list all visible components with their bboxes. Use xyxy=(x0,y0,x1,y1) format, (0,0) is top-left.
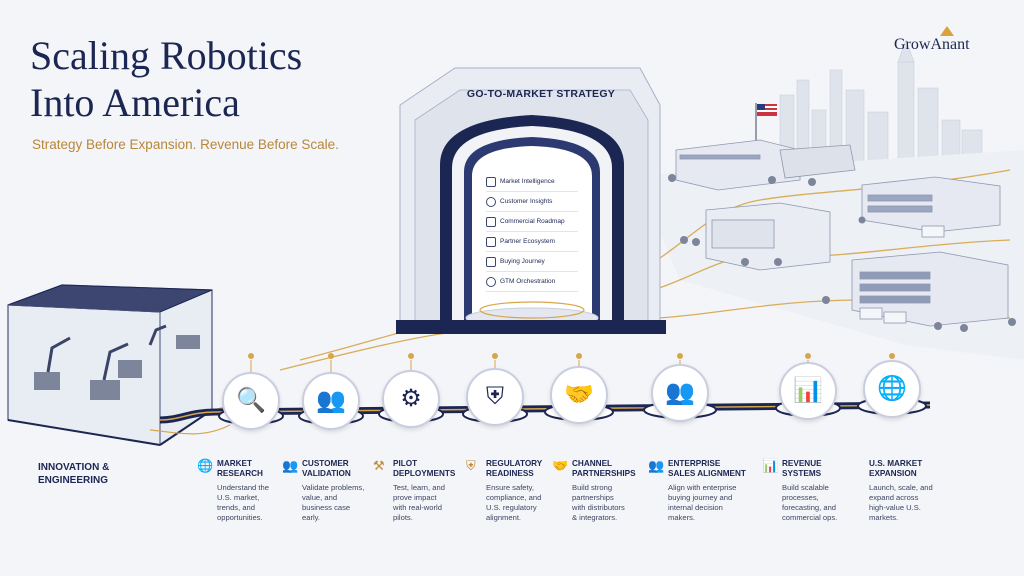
step-customer-validation: 👥CUSTOMER VALIDATION Validate problems, … xyxy=(282,459,378,523)
gtm-item-label: Buying Journey xyxy=(500,258,545,265)
handshake-icon xyxy=(486,236,496,247)
innovation-label-line-1: INNOVATION & xyxy=(38,462,110,473)
step-description: Understand the U.S. market, trends, and … xyxy=(217,483,269,522)
city-skyline xyxy=(779,39,983,166)
step-description: Ensure safety, compliance, and U.S. regu… xyxy=(486,483,542,522)
path-icon xyxy=(486,256,496,267)
step-pilot-deployments: ⚒ PILOT DEPLOYMENTS Test, learn, and prov… xyxy=(373,459,463,523)
step-description: Test, learn, and prove impact with real-… xyxy=(393,483,445,522)
gtm-item-label: Partner Ecosystem xyxy=(500,238,555,245)
gtm-item: Partner Ecosystem xyxy=(486,232,578,252)
brand-logo-icon xyxy=(940,26,954,36)
robot-arm-icon: ⚒ xyxy=(373,458,385,473)
step-title: MARKET RESEARCH xyxy=(217,459,263,478)
people-icon xyxy=(486,196,496,207)
innovation-label-line-2: ENGINEERING xyxy=(38,475,109,486)
step-revenue-systems: 📊REVENUE SYSTEMS Build scalable processe… xyxy=(762,459,854,523)
magnifier-chart-icon: 🔍 xyxy=(222,372,280,430)
robot-arm-icon: ⚙ xyxy=(382,370,440,428)
mountain-icon xyxy=(486,216,496,227)
gtm-item-label: Customer Insights xyxy=(500,198,553,205)
step-title: CUSTOMER VALIDATION xyxy=(302,459,351,478)
step-title: ENTERPRISE SALES ALIGNMENT xyxy=(668,459,746,478)
trees xyxy=(668,174,1016,332)
step-description: Validate problems, value, and business c… xyxy=(302,483,365,522)
timeline-track xyxy=(149,401,931,435)
gtm-list: Market Intelligence Customer Insights Co… xyxy=(486,172,578,292)
title-line-1: Scaling Robotics xyxy=(30,33,303,78)
globe-pin-icon: 🌐 xyxy=(863,360,921,418)
title-line-2: Into America xyxy=(30,80,240,125)
step-us-market-expansion: 🌐U.S. MARKET EXPANSION Launch, scale, an… xyxy=(849,459,945,523)
meeting-icon: 👥 xyxy=(651,364,709,422)
people-icon: 👥 xyxy=(648,458,665,473)
people-icon: 👥 xyxy=(282,458,299,473)
gtm-item: Customer Insights xyxy=(486,192,578,212)
shield-icon: ⛨ xyxy=(466,458,476,473)
gtm-title: GO-TO-MARKET STRATEGY xyxy=(466,88,616,100)
people-check-icon: 👥 xyxy=(302,372,360,430)
innovation-lab xyxy=(7,284,213,446)
innovation-label: INNOVATION & ENGINEERING xyxy=(38,461,138,487)
page-subtitle: Strategy Before Expansion. Revenue Befor… xyxy=(32,137,339,152)
step-enterprise-sales-alignment: 👥ENTERPRISE SALES ALIGNMENT Align with e… xyxy=(648,459,758,523)
step-description: Build strong partnerships with distribut… xyxy=(572,483,625,522)
globe-icon: 🌐 xyxy=(197,458,214,473)
gear-icon xyxy=(486,276,496,287)
gtm-item: Buying Journey xyxy=(486,252,578,272)
gtm-item: Commercial Roadmap xyxy=(486,212,578,232)
bar-chart-icon: 📊 xyxy=(762,458,779,473)
step-title: U.S. MARKET EXPANSION xyxy=(869,459,923,478)
shield-check-icon: ⛨ xyxy=(466,368,524,426)
step-regulatory-readiness: ⛨ REGULATORY READINESS Ensure safety, com… xyxy=(466,459,558,523)
gtm-item-label: GTM Orchestration xyxy=(500,278,556,285)
step-description: Align with enterprise buying journey and… xyxy=(668,483,737,522)
step-title: CHANNEL PARTNERSHIPS xyxy=(572,459,636,478)
step-channel-partnerships: 🤝CHANNEL PARTNERSHIPS Build strong partn… xyxy=(552,459,644,523)
step-title: PILOT DEPLOYMENTS xyxy=(393,459,456,478)
list-icon xyxy=(486,176,496,187)
step-title: REVENUE SYSTEMS xyxy=(782,459,822,478)
step-description: Launch, scale, and expand across high-va… xyxy=(869,483,933,522)
handshake-icon: 🤝 xyxy=(552,458,569,473)
step-market-research: 🌐MARKET RESEARCH Understand the U.S. mar… xyxy=(197,459,283,523)
office-buildings xyxy=(675,139,1009,327)
handshake-icon: 🤝 xyxy=(550,366,608,424)
step-description: Build scalable processes, forecasting, a… xyxy=(782,483,838,522)
gtm-item-label: Market Intelligence xyxy=(500,178,555,185)
bar-chart-dollar-icon: 📊 xyxy=(779,362,837,420)
brand-name: GrowAnant xyxy=(894,36,970,53)
step-title: REGULATORY READINESS xyxy=(486,459,543,478)
gtm-item: Market Intelligence xyxy=(486,172,578,192)
gtm-item-label: Commercial Roadmap xyxy=(500,218,565,225)
gtm-item: GTM Orchestration xyxy=(486,272,578,292)
trucks xyxy=(859,225,945,324)
page-title: Scaling Robotics Into America xyxy=(30,32,390,126)
